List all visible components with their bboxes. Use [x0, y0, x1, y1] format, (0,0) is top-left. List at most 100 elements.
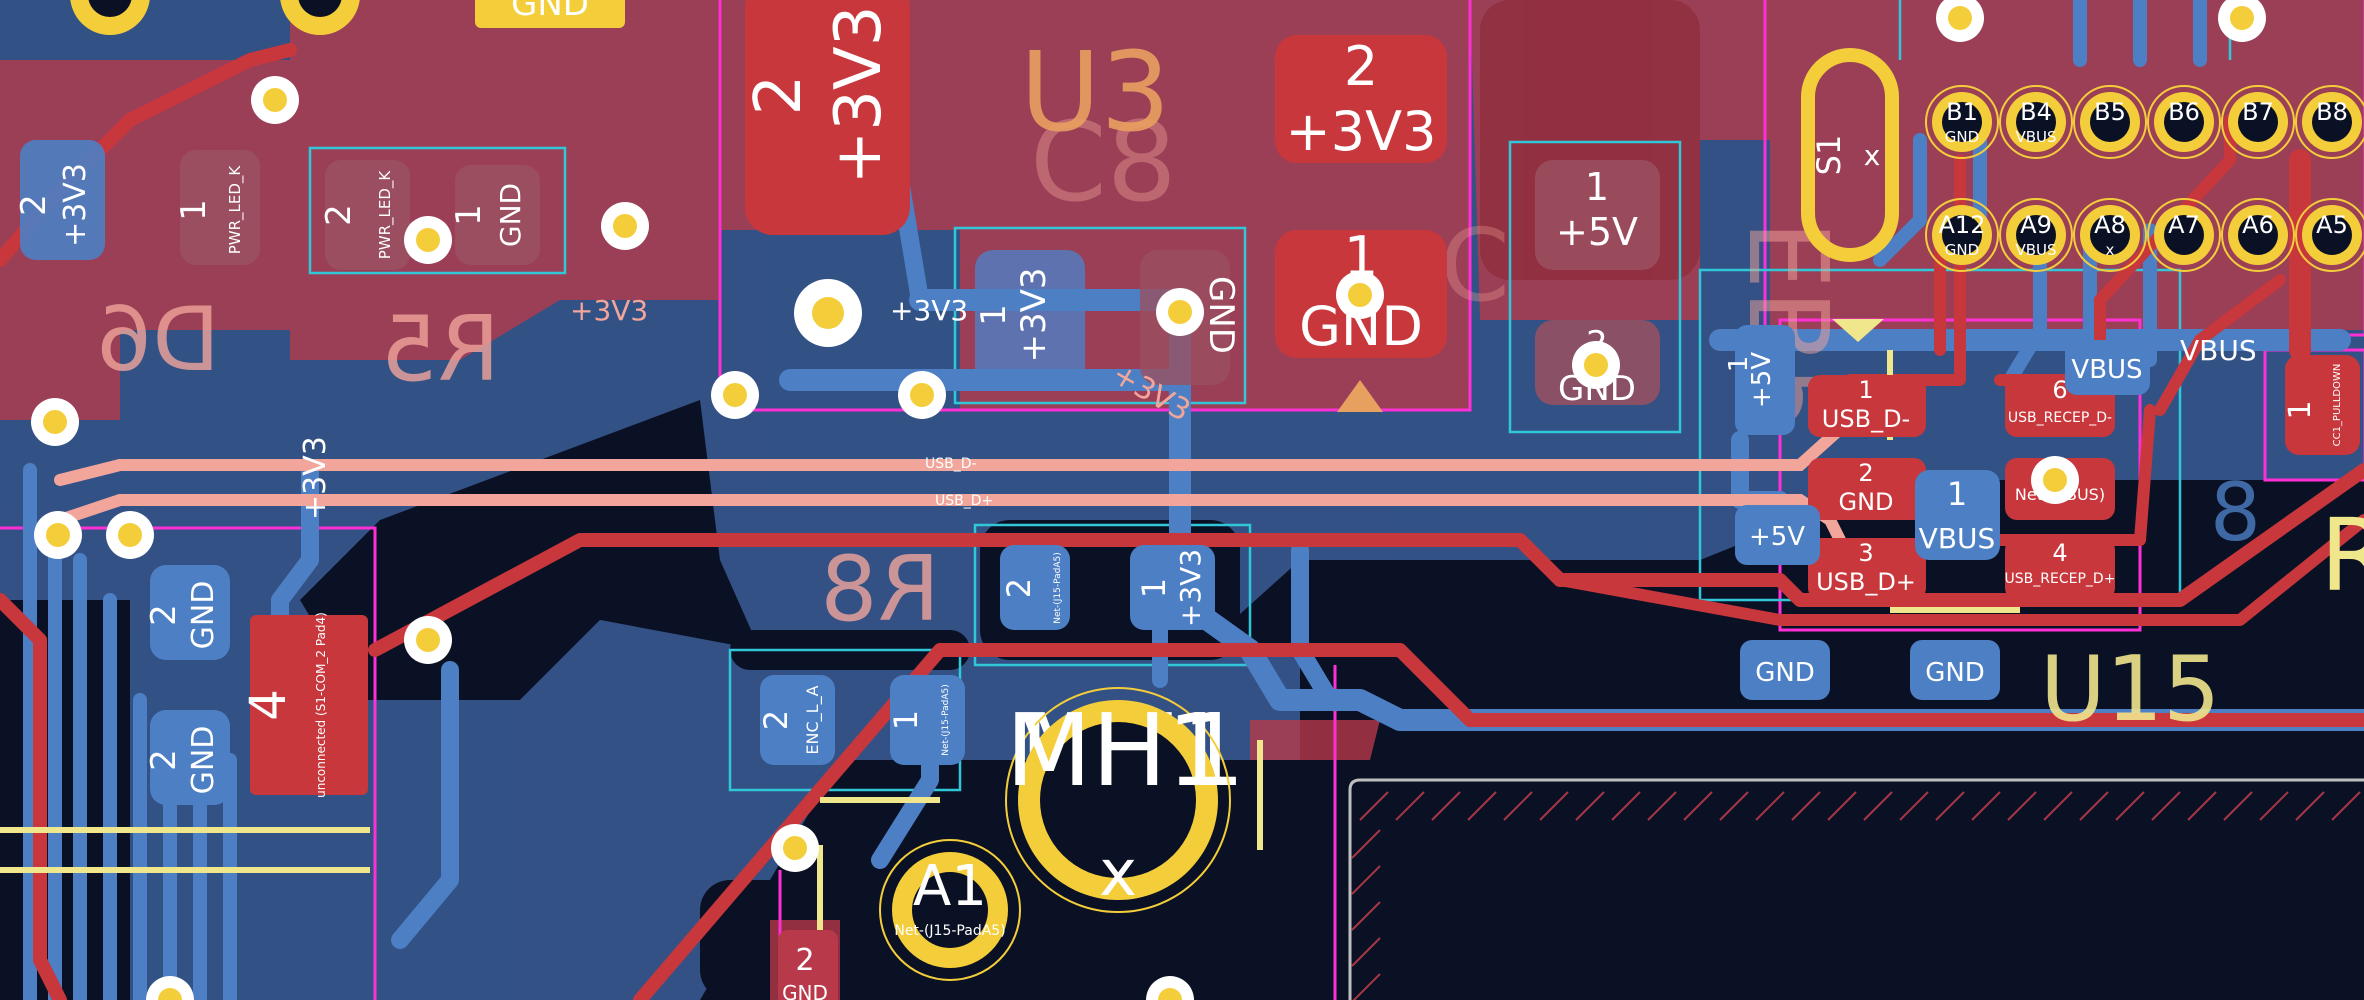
- hatch-line: [1647, 791, 1677, 821]
- r8-pad-1[interactable]: 1 +3V3: [1130, 545, 1215, 630]
- enc-pad-2[interactable]: 2 ENC_L_A: [757, 675, 835, 765]
- connector-pin-a8[interactable]: A8x: [2073, 198, 2147, 272]
- vias: [31, 0, 2266, 1000]
- connector-pin-a7[interactable]: A7: [2147, 198, 2221, 272]
- hatch-line: [1791, 791, 1821, 821]
- pad-net: USB_D+: [1816, 568, 1916, 596]
- connector-pad-a1[interactable]: A1 Net-(J15-PadA5): [879, 839, 1021, 981]
- pad-net: USB_D-: [1822, 405, 1910, 433]
- pad-net: GND: [494, 183, 527, 247]
- gnd-pad-b[interactable]: 2 GND: [144, 710, 230, 805]
- gnd-pad-d[interactable]: GND: [1910, 640, 2000, 700]
- cap-pad-1[interactable]: 1 +3V3: [974, 250, 1085, 385]
- u3-pad-2-large[interactable]: 2 +3V3: [742, 0, 910, 235]
- hatch-line: [2079, 791, 2109, 821]
- ref-mh1-front: MH1: [1005, 692, 1230, 809]
- top-left-holes: [70, 0, 360, 35]
- pad-number: 3: [1858, 539, 1873, 567]
- u3-pad-2[interactable]: 2 +3V3: [1275, 35, 1447, 163]
- pad-net: GND: [1755, 658, 1815, 688]
- via: [1572, 341, 1620, 389]
- pad-net: Net-(J15-PadA5): [1053, 552, 1063, 624]
- connector-pin-b8[interactable]: B8: [2295, 85, 2364, 159]
- pad-net: GND: [186, 581, 221, 650]
- pin-label: A7: [2168, 211, 2200, 239]
- pin-label: A9: [2020, 211, 2052, 239]
- top-left-hole-centers: [88, 0, 342, 17]
- via: [601, 202, 649, 250]
- pad-net: ENC_L_A: [803, 685, 823, 754]
- via: [106, 511, 154, 559]
- hatch-line: [1351, 865, 1381, 895]
- cc1-pulldown-pad[interactable]: 1 CC1_PULLDOWN: [2283, 355, 2360, 455]
- pad-number: 1: [1585, 165, 1609, 209]
- r8-pad-2[interactable]: 2 Net-(J15-PadA5): [1000, 545, 1070, 630]
- connector-pin-b7[interactable]: B7: [2221, 85, 2295, 159]
- left-3v3-pad[interactable]: 2 +3V3: [14, 140, 105, 260]
- via: [404, 616, 452, 664]
- pad-number: 1: [1858, 376, 1873, 404]
- pad-number: 1: [1947, 475, 1967, 513]
- led-pad-2[interactable]: 2 PWR_LED_K: [319, 160, 410, 270]
- pad-number: 4: [2052, 539, 2067, 567]
- plus5v-pad-left[interactable]: +5V: [1735, 505, 1820, 565]
- usb-pad-4[interactable]: 4 USB_RECEP_D+: [2005, 538, 2116, 600]
- switch-s1-slot[interactable]: S1 x: [1801, 48, 1899, 262]
- pad-number: 1: [1724, 356, 1754, 373]
- vbus-pad-1[interactable]: 1 VBUS: [1915, 470, 2000, 560]
- hatch-line: [2223, 791, 2253, 821]
- gnd-pad-c[interactable]: GND: [1740, 640, 1830, 700]
- hatch-line: [2259, 791, 2289, 821]
- pad-net: GND: [1925, 658, 1985, 688]
- pin-label: B1: [1946, 98, 1978, 126]
- hatch-line: [2331, 791, 2361, 821]
- net-label-3v3-b: +3V3: [890, 294, 968, 327]
- led-gnd-pad[interactable]: 1 GND: [449, 165, 540, 265]
- ref-u15: U15: [2040, 637, 2220, 742]
- pad-number: 2: [144, 604, 184, 626]
- ref-c8: C8: [1030, 98, 1177, 226]
- top-left-gnd-pad[interactable]: GND: [475, 0, 625, 28]
- usb-pad-1[interactable]: 1 USB_D-: [1808, 375, 1926, 437]
- bottom-pad-2[interactable]: 2 GND: [778, 930, 838, 1000]
- plus5v-pad-1[interactable]: 1 +5V: [1535, 160, 1660, 270]
- pin1-marker: [1337, 380, 1383, 412]
- hatch-line: [1971, 791, 2001, 821]
- connector-shell-outline: [1348, 778, 2364, 1000]
- enc-pad-1[interactable]: 1 Net-(J15-PadA5): [887, 675, 965, 765]
- connector-pin-b6[interactable]: B6: [2147, 85, 2221, 159]
- vbus-pad-top[interactable]: VBUS: [2065, 340, 2150, 395]
- connector-pin-a5[interactable]: A5: [2295, 198, 2364, 272]
- pad-net: +3V3: [1014, 267, 1054, 362]
- pad-net: +5V: [1747, 352, 1777, 408]
- via: [1336, 271, 1384, 319]
- usb-pad-2[interactable]: 2 GND: [1808, 458, 1926, 520]
- pad-number: 2: [319, 204, 359, 226]
- switch-pad-4[interactable]: 4 unconnected (S1-COM_2 Pad4): [239, 612, 368, 798]
- pad-net: CC1_PULLDOWN: [2332, 364, 2343, 447]
- via: [771, 824, 819, 872]
- usb-pad-3[interactable]: 3 USB_D+: [1808, 538, 1926, 600]
- gnd-pad-a[interactable]: 2 GND: [144, 565, 230, 660]
- net-label-usb-dm: USB_D-: [925, 456, 977, 472]
- hatch-line: [1431, 791, 1461, 821]
- pin-label: A8: [2094, 211, 2126, 239]
- led-pad-1[interactable]: 1 PWR_LED_K: [174, 150, 260, 265]
- pad-number: 1: [174, 199, 214, 221]
- pin-label: A6: [2242, 211, 2274, 239]
- connector-pin-b5[interactable]: B5: [2073, 85, 2147, 159]
- pad-net: unconnected (S1-COM_2 Pad4): [314, 612, 328, 798]
- via: [31, 398, 79, 446]
- via: [404, 216, 452, 264]
- connector-pin-a6[interactable]: A6: [2221, 198, 2295, 272]
- pad-net: USB_RECEP_D+: [2005, 571, 2116, 587]
- mounting-hole-mh1[interactable]: x: [1005, 687, 1231, 913]
- pin-label: B4: [2020, 98, 2052, 126]
- plus5v-pad-top[interactable]: +5V 1: [1724, 325, 1795, 435]
